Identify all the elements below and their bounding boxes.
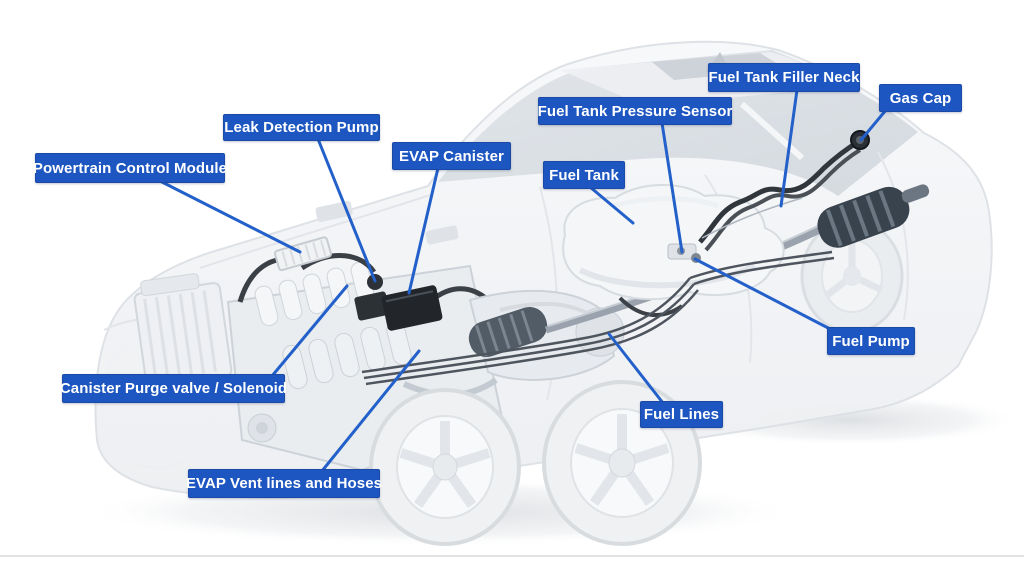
label-gas-cap: Gas Cap — [879, 84, 962, 112]
filler-neck — [698, 139, 862, 252]
label-leak-detection-pump: Leak Detection Pump — [223, 114, 380, 141]
hood-vent-2 — [425, 225, 459, 245]
label-evap-vent-lines-and-hoses: EVAP Vent lines and Hoses — [186, 469, 382, 498]
leader-line-canister-purge-valve-solenoid — [270, 284, 349, 378]
resonator — [468, 306, 548, 358]
intake-runners — [254, 261, 412, 390]
label-fuel-tank: Fuel Tank — [543, 161, 625, 189]
leader-line-fuel-tank-pressure-sensor — [660, 121, 684, 254]
fuel-lines-part — [361, 250, 835, 386]
leader-line-fuel-pump — [693, 257, 834, 332]
label-evap-canister: EVAP Canister — [392, 142, 511, 170]
rear-right-wheel — [800, 218, 904, 334]
leader-lines — [158, 88, 888, 473]
pcm-module — [273, 236, 332, 272]
leader-line-leak-detection-pump — [316, 137, 377, 283]
muffler — [817, 184, 930, 248]
leader-line-powertrain-control-module — [158, 179, 302, 254]
label-fuel-tank-filler-neck: Fuel Tank Filler Neck — [708, 63, 860, 92]
label-fuel-lines: Fuel Lines — [640, 401, 723, 428]
label-fuel-tank-pressure-sensor: Fuel Tank Pressure Sensor — [538, 97, 732, 125]
evap-canister-part — [381, 285, 443, 331]
label-canister-purge-valve-solenoid: Canister Purge valve / Solenoid — [60, 374, 287, 403]
label-fuel-pump: Fuel Pump — [827, 327, 915, 355]
front-left-wheel — [369, 388, 521, 546]
leader-line-evap-canister — [407, 166, 440, 295]
b-pillar — [739, 101, 805, 161]
intake-box — [354, 291, 390, 321]
label-powertrain-control-module: Powertrain Control Module — [33, 153, 227, 183]
leader-line-evap-vent-lines-and-hoses — [320, 349, 421, 473]
bottom-divider — [0, 555, 1024, 557]
radiator-unit — [133, 273, 233, 388]
leader-line-fuel-tank-filler-neck — [779, 88, 799, 208]
leader-line-fuel-lines — [607, 332, 665, 405]
leader-line-fuel-tank — [588, 185, 635, 225]
leader-line-gas-cap — [859, 108, 888, 142]
